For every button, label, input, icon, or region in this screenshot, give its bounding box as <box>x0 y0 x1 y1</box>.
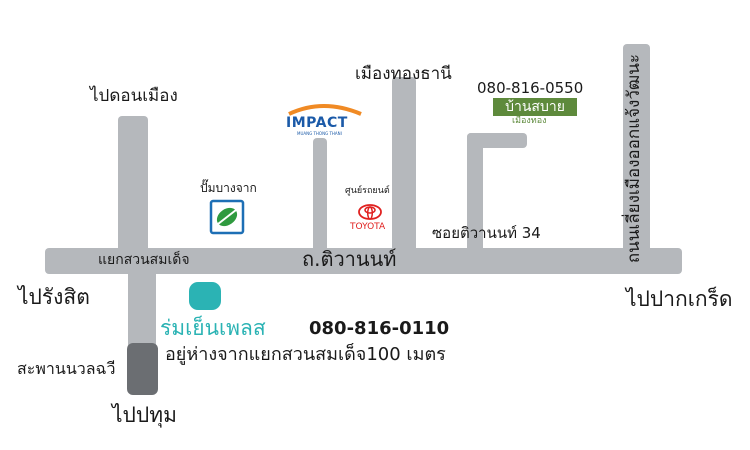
ban-sabai-phone: 080-816-0550 <box>477 79 584 97</box>
label-car-center: ศูนย์รถยนต์ <box>345 186 390 196</box>
road-bypass <box>623 44 650 258</box>
label-muang-thong-thani: เมืองทองธานี <box>355 64 452 84</box>
impact-subtitle: MUANG THONG THANI <box>297 131 342 136</box>
road-left-north <box>118 116 148 261</box>
label-to-rangsit: ไปรังสิต <box>18 285 90 309</box>
road-impact <box>313 138 327 253</box>
impact-name: IMPACT <box>286 115 348 131</box>
destination-distance: อยู่ห่างจากแยกสวนสมเด็จ100 เมตร <box>165 344 446 365</box>
label-soi-34: ซอยติวานนท์ 34 <box>432 224 541 242</box>
ban-sabai-sub: เมืองทอง <box>512 116 547 126</box>
bangchak-logo-icon <box>209 199 245 235</box>
ban-sabai-badge: บ้านสบาย <box>493 98 577 116</box>
toyota-logo-icon <box>358 204 382 220</box>
toyota-brand: TOYOTA <box>350 222 386 232</box>
road-soi-34-vertical <box>467 133 483 257</box>
label-bangchak: ปั๊มบางจาก <box>200 181 257 195</box>
label-to-pak-kret: ไปปากเกร็ด <box>626 287 733 311</box>
bridge-marker <box>127 343 158 395</box>
road-left-south <box>128 262 156 357</box>
location-marker-icon <box>189 282 221 310</box>
road-tiwanon <box>45 248 682 274</box>
destination-name: ร่มเย็นเพลส <box>160 316 266 340</box>
label-to-pathum: ไปปทุม <box>112 403 177 427</box>
label-main-road: ถ.ติวานนท์ <box>302 247 397 271</box>
label-to-don-mueang: ไปดอนเมือง <box>90 86 178 106</box>
impact-logo-icon <box>288 104 362 116</box>
label-intersection: แยกสวนสมเด็จ <box>98 252 190 268</box>
road-soi-34-horizontal <box>467 133 527 148</box>
label-bypass-road: ถนนเลี่ยงเมืองออกแจ้งวัฒนะ <box>624 54 644 264</box>
destination-phone: 080-816-0110 <box>309 318 450 339</box>
label-bridge: สะพานนวลฉวี <box>17 359 116 378</box>
road-muangthong <box>392 77 416 257</box>
